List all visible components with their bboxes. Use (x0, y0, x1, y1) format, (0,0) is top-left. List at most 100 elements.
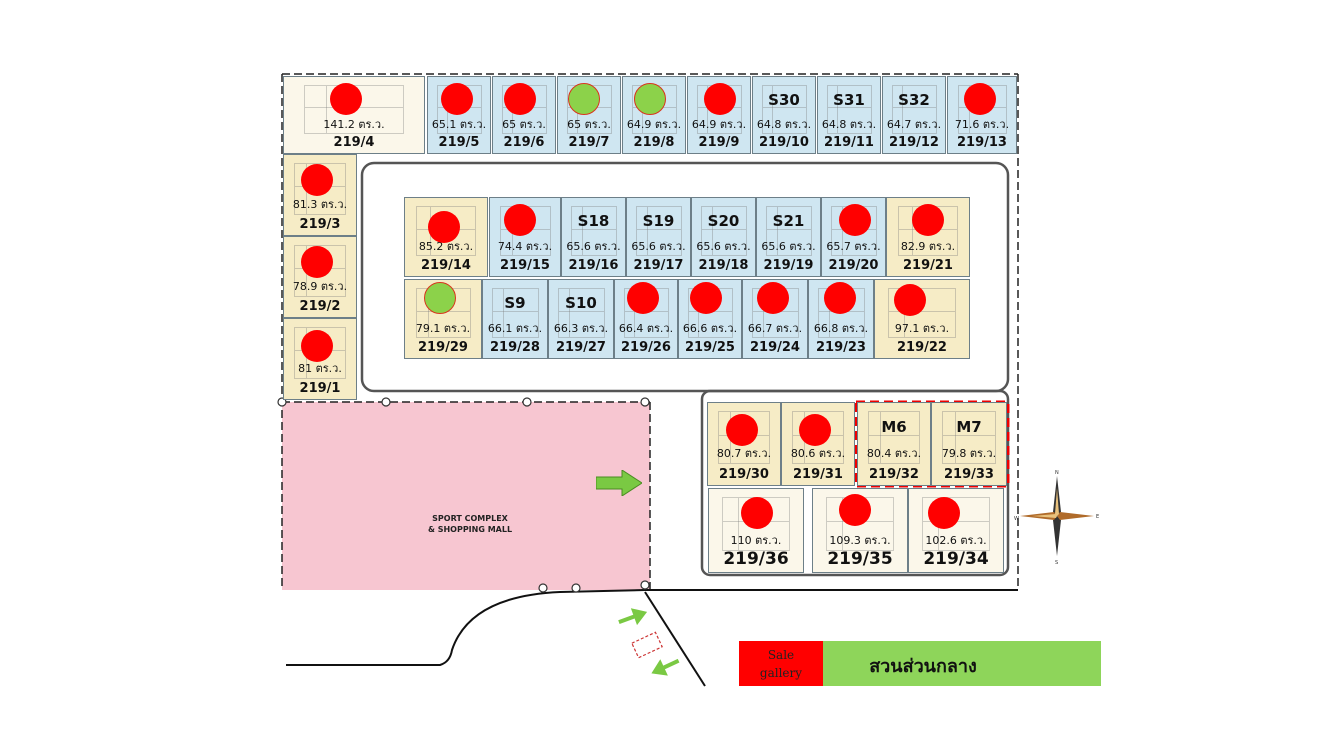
sold-marker (441, 83, 473, 115)
survey-marker (571, 583, 581, 593)
plot[interactable]: S18 65.6 ตร.ว. 219/16 (561, 197, 626, 277)
inner-road-loop (360, 161, 1010, 393)
compass-n: N (1055, 470, 1059, 476)
plot-area: 66.1 ตร.ว. (487, 322, 543, 335)
plot-area: 109.3 ตร.ว. (829, 533, 891, 547)
floorplan-sketch (491, 287, 539, 339)
plot[interactable]: 65.1 ตร.ว.219/5 (427, 76, 491, 154)
plot[interactable]: 64.9 ตร.ว. 219/8 (622, 76, 686, 154)
plot-area: 71.6 ตร.ว. (954, 118, 1010, 131)
sold-marker (741, 497, 773, 529)
plot-area: 80.7 ตร.ว. (716, 447, 772, 460)
sold-marker (839, 204, 871, 236)
plot-area: 64.9 ตร.ว. (626, 118, 682, 131)
sold-marker (799, 414, 831, 446)
legend-garden-swatch (823, 641, 1101, 686)
plot[interactable]: 65 ตร.ว. 219/6 (492, 76, 556, 154)
legend-sale-gallery-swatch (739, 641, 823, 686)
plot-address: 219/23 (816, 339, 866, 355)
plot-area: 65 ตร.ว. (502, 118, 546, 131)
plot-address: 219/32 (869, 466, 919, 482)
sold-marker (301, 330, 333, 362)
plot-area: 64.8 ตร.ว. (821, 118, 877, 131)
plot-address: 219/8 (633, 134, 675, 150)
plot-code: S18 (577, 212, 610, 231)
legend-garden-label: สวนส่วนกลาง (869, 656, 977, 677)
plot-area: 141.2 ตร.ว. (323, 118, 385, 131)
plot-address: 219/14 (421, 257, 471, 273)
sold-marker (330, 83, 362, 115)
plot-area: 81 ตร.ว. (298, 362, 342, 375)
plot-area: 74.4 ตร.ว. (497, 240, 553, 253)
mall-label-line1: SPORT COMPLEX (432, 514, 508, 523)
plot-address: 219/17 (633, 257, 684, 273)
plot-address: 219/34 (923, 548, 989, 569)
plot-code: S32 (898, 90, 930, 109)
floorplan-sketch (942, 411, 997, 465)
plot[interactable]: 66.4 ตร.ว.219/26 (614, 279, 678, 359)
entry-arrow-icon (618, 608, 648, 626)
plot-area: 81.3 ตร.ว. (292, 198, 348, 211)
plot-address: 219/30 (719, 466, 769, 482)
plot-area: 80.4 ตร.ว. (866, 447, 922, 460)
plot-area: 65.6 ตร.ว. (761, 240, 816, 253)
legend-sale-line2: gallery (759, 666, 803, 680)
plot-address: 219/1 (299, 380, 341, 396)
sold-marker (964, 83, 996, 115)
sold-marker (912, 204, 944, 236)
available-marker (568, 83, 600, 115)
plot-area: 65.1 ตร.ว. (431, 118, 487, 131)
plot-area: 65.6 ตร.ว. (566, 240, 621, 253)
sport-complex-mall (282, 402, 650, 590)
plot-code: M6 (881, 417, 907, 436)
survey-marker (640, 397, 650, 407)
plot[interactable]: 102.6 ตร.ว.219/34 (908, 488, 1004, 573)
entry-road-curve (286, 589, 646, 666)
plot-address: 219/18 (698, 257, 749, 273)
plot-address: 219/12 (889, 134, 939, 150)
plot[interactable]: M6 80.4 ตร.ว. 219/32 (857, 402, 931, 486)
survey-marker (277, 397, 287, 407)
plot-address: 219/2 (299, 298, 341, 314)
plot-area: 102.6 ตร.ว. (925, 533, 987, 547)
floorplan-sketch (826, 84, 873, 134)
floorplan-sketch (765, 205, 812, 257)
floorplan-sketch (635, 205, 682, 257)
plot-address: 219/10 (759, 134, 809, 150)
sold-marker (824, 282, 856, 314)
plot-area: 64.9 ตร.ว. (691, 118, 747, 131)
plot-area: 97.1 ตร.ว. (894, 322, 950, 335)
plot-address: 219/25 (685, 339, 735, 355)
available-marker (634, 83, 666, 115)
plot-address: 219/35 (827, 548, 893, 569)
plot-area: 64.8 ตร.ว. (756, 118, 812, 131)
plot-area: 66.8 ตร.ว. (813, 322, 869, 335)
plot-address: 219/33 (944, 466, 994, 482)
sold-marker (704, 83, 736, 115)
compass-w: W (1014, 516, 1019, 522)
plot[interactable]: 79.1 ตร.ว.219/29 (404, 279, 482, 359)
plot-address: 219/9 (698, 134, 740, 150)
floorplan-sketch (570, 205, 617, 257)
plot-address: 219/6 (503, 134, 545, 150)
plot-area: 66.6 ตร.ว. (682, 322, 738, 335)
sold-marker (839, 494, 871, 526)
plot-address: 219/11 (824, 134, 874, 150)
plot-address: 219/29 (418, 339, 468, 355)
plot-address: 219/16 (568, 257, 619, 273)
plot-address: 219/26 (621, 339, 671, 355)
plot-area: 78.9 ตร.ว. (292, 280, 348, 293)
plot-area: 79.8 ตร.ว. (941, 447, 997, 460)
plot[interactable]: 66.8 ตร.ว. 219/23 (808, 279, 874, 359)
